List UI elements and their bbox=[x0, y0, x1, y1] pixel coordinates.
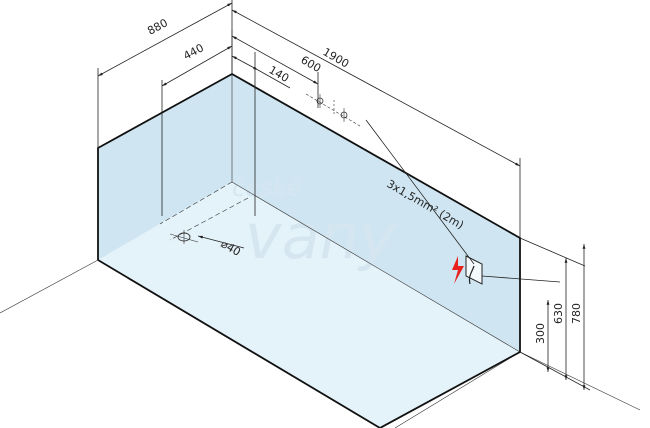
left-wall bbox=[98, 74, 232, 260]
dim-label-440: 440 bbox=[181, 41, 206, 62]
faucet-connection-right bbox=[340, 108, 348, 122]
watermark-line2: vany bbox=[245, 200, 397, 273]
dim-label-880: 880 bbox=[145, 16, 170, 37]
floor-surface bbox=[98, 182, 520, 428]
faucet-connections bbox=[305, 93, 361, 127]
dim-label-630: 630 bbox=[552, 303, 565, 324]
dim-label-600: 600 bbox=[299, 53, 324, 75]
watermark-line1: české bbox=[232, 174, 301, 202]
dim-label-300: 300 bbox=[534, 323, 547, 344]
height-dimensions: 300 630 780 bbox=[481, 237, 591, 391]
lightning-bolt-icon bbox=[452, 256, 464, 284]
dim-label-1900: 1900 bbox=[321, 45, 352, 70]
cable-icon bbox=[468, 265, 475, 285]
faucet-connection-left bbox=[316, 94, 324, 108]
dim-label-780: 780 bbox=[570, 303, 583, 324]
